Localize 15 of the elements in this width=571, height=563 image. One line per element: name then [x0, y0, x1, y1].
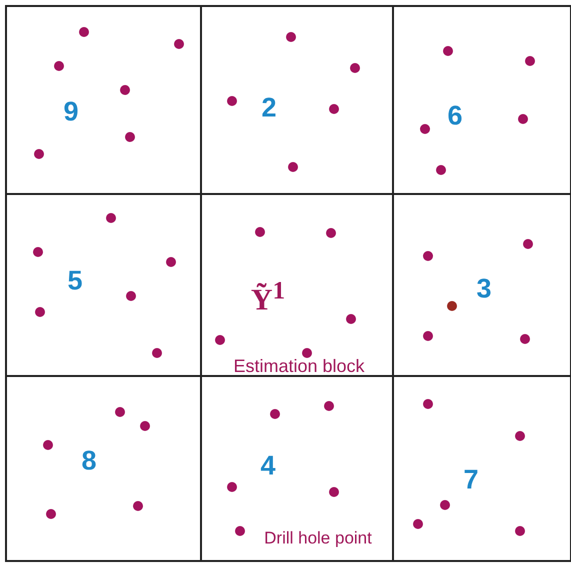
block-number: 3: [476, 276, 492, 302]
grid-block: [5, 375, 202, 562]
block-number: 8: [81, 448, 97, 474]
block-number: 2: [261, 94, 277, 122]
block-number: 6: [447, 102, 463, 130]
block-number: 9: [63, 98, 79, 126]
block-caption: Estimation block: [233, 357, 365, 375]
block-number: 7: [463, 466, 479, 494]
estimate-symbol: Ỹ$^{1}$: [250, 278, 286, 316]
block-number: 4: [260, 452, 276, 480]
point-label: Drill hole point: [264, 530, 372, 546]
grid-block: [392, 375, 571, 562]
grid-block: [5, 5, 202, 195]
block-number: 5: [67, 268, 83, 294]
grid-block: [392, 5, 571, 195]
